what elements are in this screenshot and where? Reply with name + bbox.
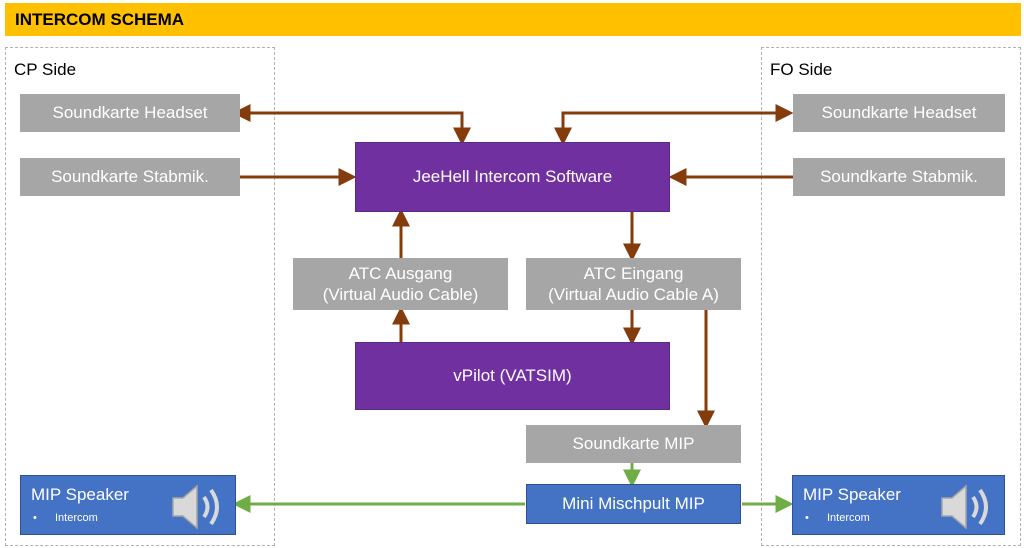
fo-speaker-item: •Intercom <box>805 512 870 524</box>
fo-stabmik-label: Soundkarte Stabmik. <box>820 167 978 187</box>
cp-soundkarte-stabmik: Soundkarte Stabmik. <box>20 158 240 196</box>
fo-side-container <box>761 47 1021 546</box>
fo-side-label: FO Side <box>770 60 833 79</box>
fo-speaker-item-text: Intercom <box>827 512 870 524</box>
arrow-fo-headset-jeehell <box>554 104 794 146</box>
jeehell-label: JeeHell Intercom Software <box>412 167 613 187</box>
speaker-volume-icon <box>172 484 219 530</box>
atc-eingang-title: ATC Eingang <box>583 263 684 283</box>
title-text: INTERCOM SCHEMA <box>15 9 185 29</box>
fo-speaker-title: MIP Speaker <box>803 485 901 504</box>
cp-side-label: CP Side <box>14 60 77 79</box>
atc-eingang-box: ATC Eingang (Virtual Audio Cable A) <box>526 258 741 310</box>
cp-headset-label: Soundkarte Headset <box>52 103 208 123</box>
mini-mischpult-box: Mini Mischpult MIP <box>526 484 741 524</box>
fo-headset-label: Soundkarte Headset <box>821 103 977 123</box>
soundkarte-mip-label: Soundkarte MIP <box>572 434 695 454</box>
mischpult-label: Mini Mischpult MIP <box>562 494 705 514</box>
jeehell-intercom-box: JeeHell Intercom Software <box>355 142 670 212</box>
cp-mip-speaker: MIP Speaker •Intercom <box>20 475 236 535</box>
cp-stabmik-label: Soundkarte Stabmik. <box>51 167 209 187</box>
vpilot-label: vPilot (VATSIM) <box>453 366 572 386</box>
atc-eingang-subtitle: (Virtual Audio Cable A) <box>548 285 719 304</box>
fo-mip-speaker: MIP Speaker •Intercom <box>792 475 1005 535</box>
atc-ausgang-subtitle: (Virtual Audio Cable) <box>322 285 479 304</box>
cp-speaker-title: MIP Speaker <box>31 485 129 504</box>
page-title: INTERCOM SCHEMA <box>5 3 1021 36</box>
vpilot-box: vPilot (VATSIM) <box>355 342 670 410</box>
cp-speaker-item: •Intercom <box>33 512 98 524</box>
cp-side-container <box>5 47 275 546</box>
cp-speaker-item-text: Intercom <box>55 512 98 524</box>
atc-ausgang-title: ATC Ausgang <box>348 263 453 283</box>
speaker-volume-icon <box>941 484 988 530</box>
soundkarte-mip-box: Soundkarte MIP <box>526 425 741 463</box>
cp-soundkarte-headset: Soundkarte Headset <box>20 94 240 132</box>
fo-soundkarte-headset: Soundkarte Headset <box>793 94 1005 132</box>
fo-soundkarte-stabmik: Soundkarte Stabmik. <box>793 158 1005 196</box>
atc-ausgang-box: ATC Ausgang (Virtual Audio Cable) <box>293 258 508 310</box>
arrow-cp-headset-jeehell <box>232 104 471 146</box>
